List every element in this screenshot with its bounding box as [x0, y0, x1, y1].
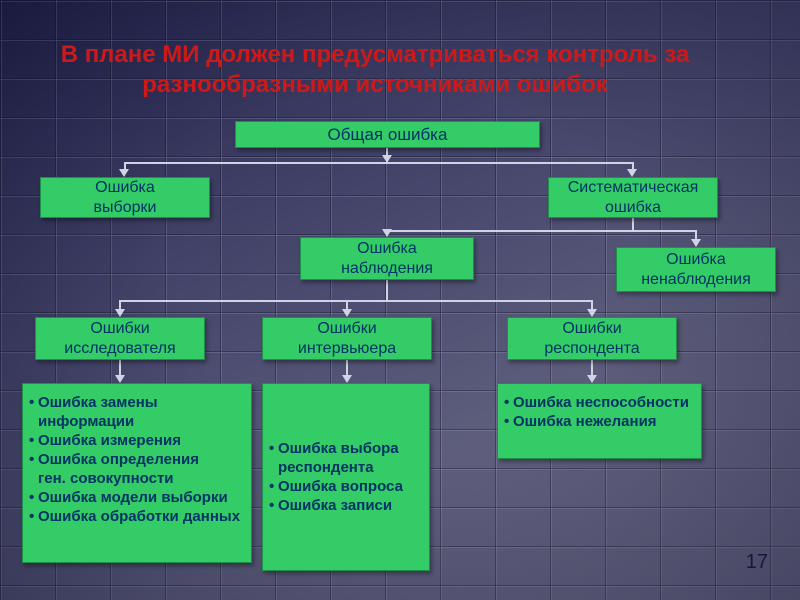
arrow-down-icon: [119, 169, 129, 177]
detail-interviewer-errors: Ошибка выбора респондента Ошибка вопроса…: [262, 383, 430, 571]
connector-line: [124, 162, 126, 172]
arrow-down-icon: [587, 375, 597, 383]
connector-line: [346, 300, 348, 310]
list-item: Ошибка модели выборки: [29, 488, 245, 507]
connector-line: [119, 360, 121, 376]
node-general-error: Общая ошибка: [235, 121, 540, 148]
list-item: Ошибка измерения: [29, 431, 245, 450]
interviewer-error-list: Ошибка выбора респондента Ошибка вопроса…: [269, 439, 423, 515]
list-item: Ошибка выбора респондента: [269, 439, 423, 477]
arrow-down-icon: [115, 375, 125, 383]
node-observation-error: Ошибка наблюдения: [300, 237, 474, 280]
page-number: 17: [745, 551, 768, 573]
list-item: Ошибка нежелания: [504, 412, 695, 431]
arrow-down-icon: [342, 309, 352, 317]
list-item: Ошибка записи: [269, 496, 423, 515]
list-item: Ошибка определения ген. совокупности: [29, 450, 245, 488]
connector-line: [386, 280, 388, 301]
arrow-down-icon: [342, 375, 352, 383]
list-item: Ошибка обработки данных: [29, 507, 245, 526]
connector-line: [632, 162, 634, 172]
node-systematic-error: Систематическая ошибка: [548, 177, 718, 218]
list-item: Ошибка замены информации: [29, 393, 245, 431]
node-nonobservation-error: Ошибка ненаблюдения: [616, 247, 776, 292]
connector-line: [346, 360, 348, 376]
connector-line: [591, 300, 593, 310]
connector-line: [591, 360, 593, 376]
connector-line: [119, 300, 593, 302]
node-respondent-errors: Ошибки респондента: [507, 317, 677, 360]
node-interviewer-errors: Ошибки интервьюера: [262, 317, 432, 360]
list-item: Ошибка неспособности: [504, 393, 695, 412]
connector-line: [386, 230, 697, 232]
arrow-down-icon: [115, 309, 125, 317]
detail-respondent-errors: Ошибка неспособности Ошибка нежелания: [497, 383, 702, 459]
connector-line: [695, 230, 697, 241]
connector-line: [632, 217, 634, 231]
list-item: Ошибка вопроса: [269, 477, 423, 496]
arrow-down-icon: [382, 229, 392, 237]
detail-researcher-errors: Ошибка замены информации Ошибка измерени…: [22, 383, 252, 563]
node-researcher-errors: Ошибки исследователя: [35, 317, 205, 360]
arrow-down-icon: [382, 155, 392, 163]
connector-line: [119, 300, 121, 310]
arrow-down-icon: [587, 309, 597, 317]
node-sampling-error: Ошибка выборки: [40, 177, 210, 218]
slide-title: В плане МИ должен предусматриваться конт…: [60, 41, 690, 99]
researcher-error-list: Ошибка замены информации Ошибка измерени…: [29, 393, 245, 526]
connector-line: [124, 162, 634, 164]
arrow-down-icon: [691, 239, 701, 247]
respondent-error-list: Ошибка неспособности Ошибка нежелания: [504, 393, 695, 431]
arrow-down-icon: [627, 169, 637, 177]
